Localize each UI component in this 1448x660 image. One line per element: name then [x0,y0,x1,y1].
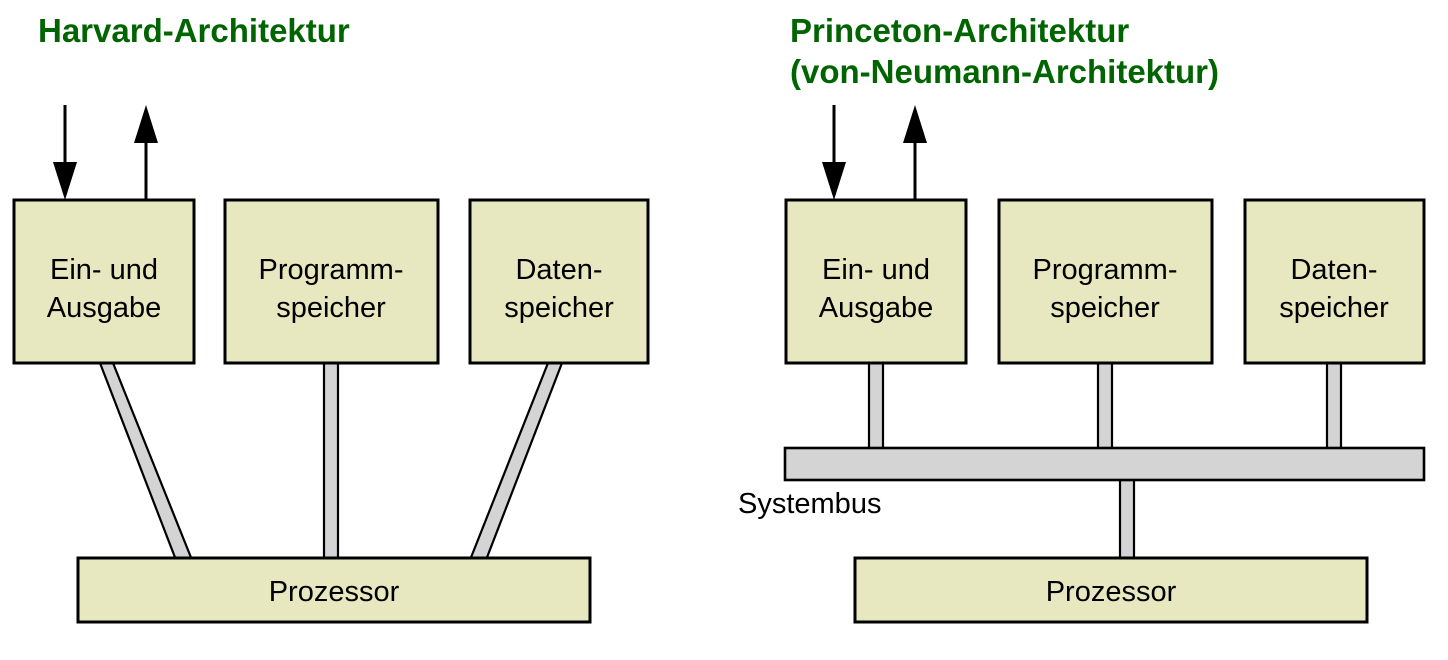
princeton-diagram: Princeton-Architektur (von-Neumann-Archi… [738,12,1426,624]
princeton-box-io: Ein- und Ausgabe [784,198,968,365]
princeton-processor-label: Prozessor [1046,576,1177,608]
harvard-input-arrow-icon [53,105,77,200]
princeton-box-io-label-line2: Ausgabe [819,292,934,324]
princeton-box-program-memory: Programm- speicher [997,198,1214,365]
harvard-connector-io [98,361,194,562]
princeton-output-arrow-icon [903,105,927,200]
harvard-diagram: Harvard-Architektur Ein- und Ausgabe Pro… [12,12,650,624]
harvard-box-io-label-line2: Ausgabe [47,292,162,324]
harvard-connector-data [468,361,564,562]
princeton-title-line1: Princeton-Architektur [790,12,1129,49]
harvard-box-program-label-line1: Programm- [258,254,403,286]
princeton-system-bus-label: Systembus [738,488,881,520]
harvard-processor-label: Prozessor [269,576,400,608]
harvard-box-program-memory: Programm- speicher [223,198,440,365]
princeton-title-line2: (von-Neumann-Architektur) [790,53,1219,90]
princeton-box-program-label-line2: speicher [1050,292,1160,324]
harvard-box-program-label-line2: speicher [276,292,386,324]
princeton-system-bus [783,446,1426,482]
harvard-connector-program [322,361,340,562]
princeton-connector-processor [1118,478,1136,562]
harvard-box-processor: Prozessor [76,556,592,624]
princeton-connector-io [867,361,885,455]
princeton-box-data-label-line2: speicher [1279,292,1389,324]
princeton-box-data-label-line1: Daten- [1290,254,1377,286]
princeton-connector-program [1096,361,1114,455]
princeton-connector-data [1325,361,1343,455]
harvard-box-data-memory: Daten- speicher [468,198,650,365]
princeton-box-program-label-line1: Programm- [1032,254,1177,286]
princeton-input-arrow-icon [822,105,846,200]
harvard-output-arrow-icon [134,105,158,200]
princeton-box-io-label-line1: Ein- und [822,254,930,286]
harvard-title: Harvard-Architektur [38,12,350,49]
harvard-box-io-label-line1: Ein- und [50,254,158,286]
princeton-box-data-memory: Daten- speicher [1243,198,1426,365]
harvard-box-data-label-line2: speicher [504,292,614,324]
harvard-box-data-label-line1: Daten- [515,254,602,286]
princeton-box-processor: Prozessor [853,556,1369,624]
harvard-box-io: Ein- und Ausgabe [12,198,196,365]
